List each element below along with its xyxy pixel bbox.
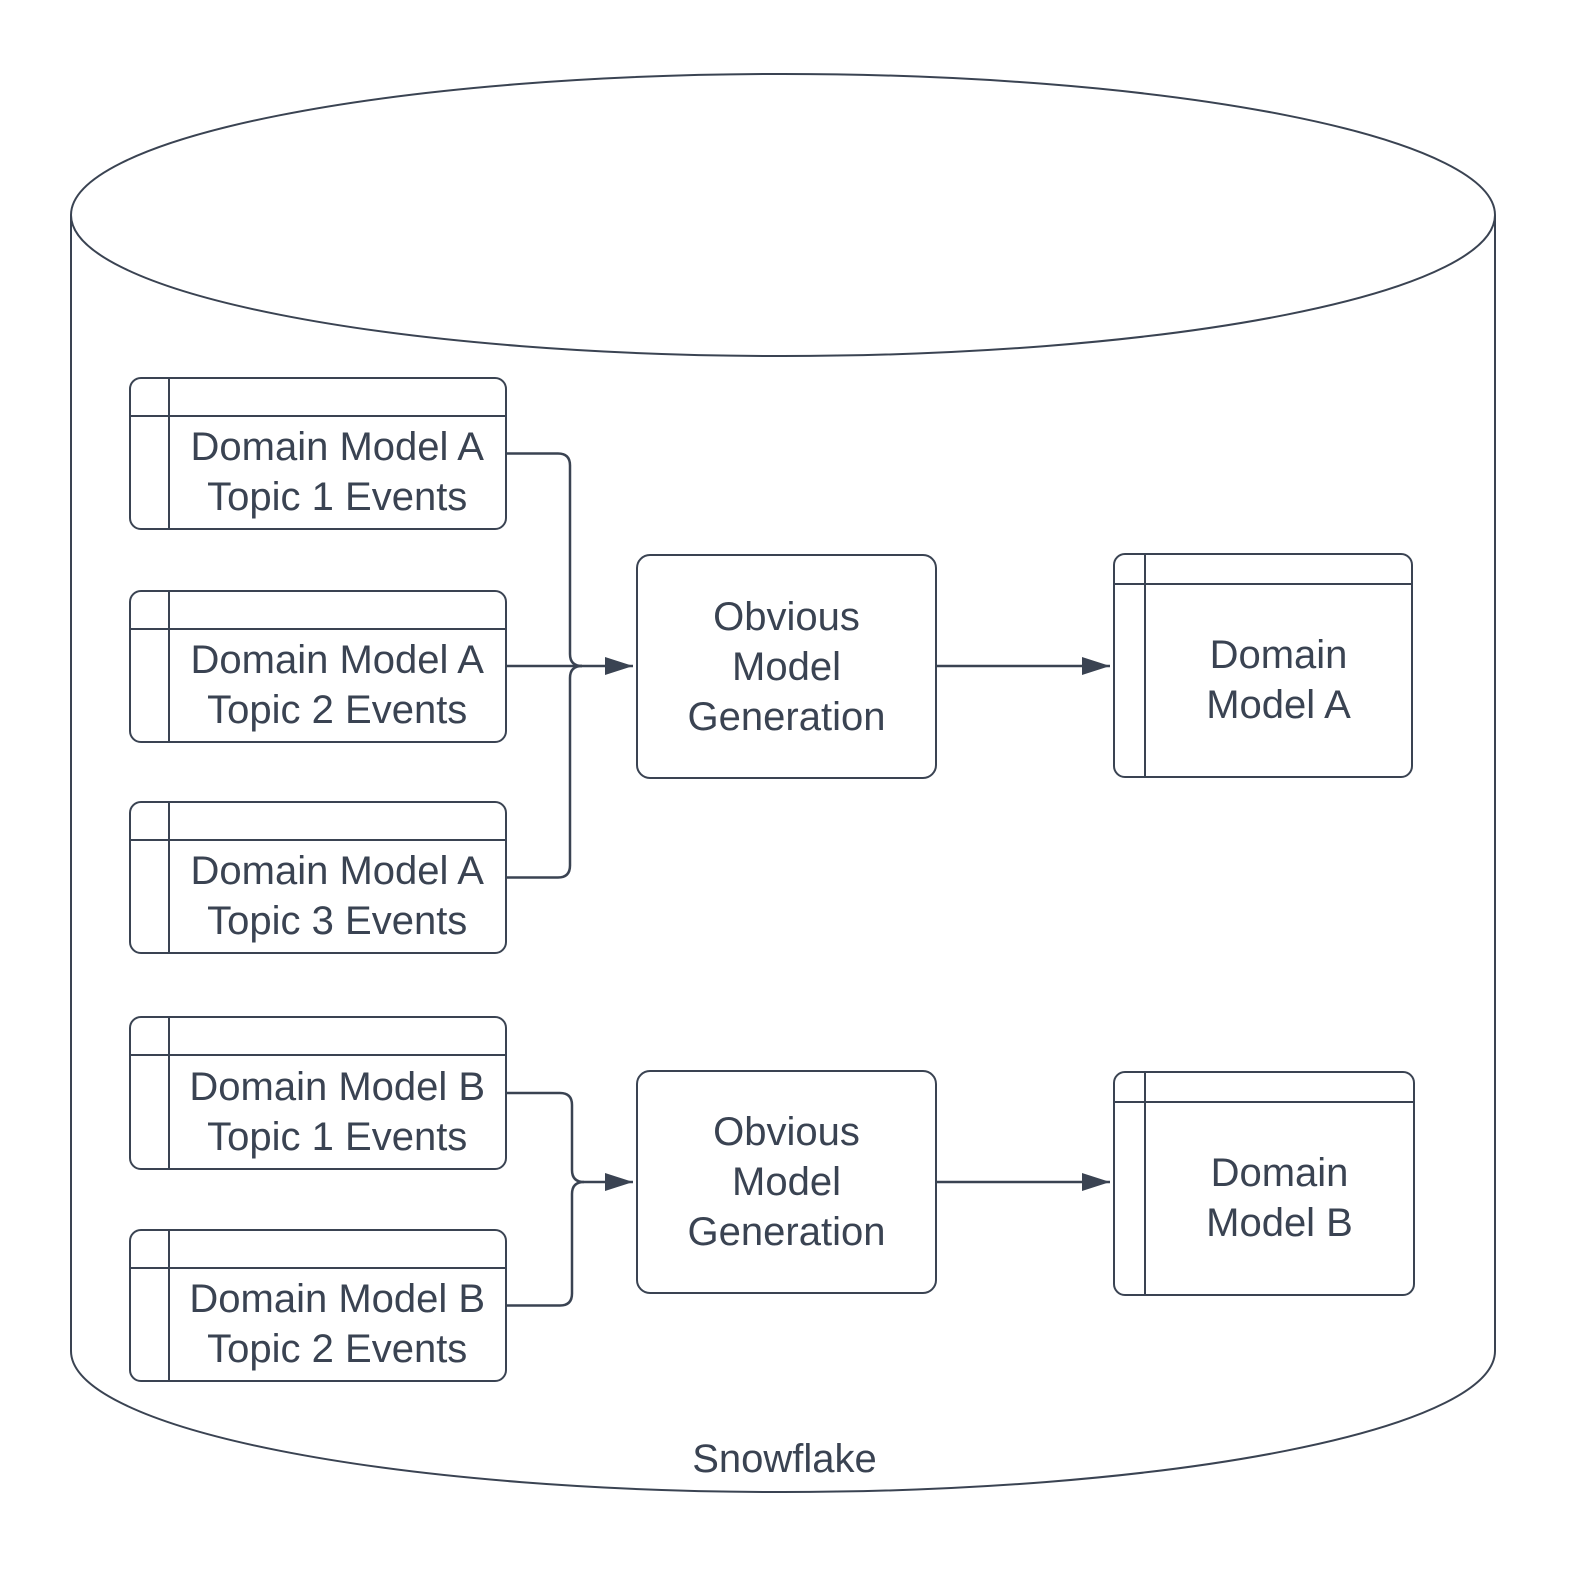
- table-node-label: Domain Model A Topic 3 Events: [190, 849, 484, 944]
- table-header-divider: [1115, 1100, 1413, 1103]
- table-header-divider: [131, 1053, 505, 1056]
- table-left-column-divider: [167, 1018, 170, 1168]
- table-node-label: Domain Model B Topic 1 Events: [189, 1064, 486, 1159]
- table-left-column-divider: [167, 803, 170, 952]
- table-node-a-topic2-events: Domain Model A Topic 2 Events: [129, 590, 507, 743]
- table-left-column-divider: [1143, 555, 1146, 776]
- table-left-column-divider: [1143, 1073, 1146, 1294]
- table-node-label: Domain Model A Topic 1 Events: [190, 425, 484, 520]
- cylinder-label: Snowflake: [692, 1437, 877, 1481]
- table-node-b-topic2-events: Domain Model B Topic 2 Events: [129, 1229, 507, 1382]
- process-node-b-obvious-model-generation: Obvious Model Generation: [636, 1070, 937, 1294]
- connector-a-topic3-to-generation: [507, 664, 583, 879]
- table-node-a-topic1-events: Domain Model A Topic 1 Events: [129, 377, 507, 530]
- table-node-label: Domain Model A: [1206, 633, 1351, 728]
- table-header-divider: [131, 1266, 505, 1269]
- table-left-column-divider: [167, 379, 170, 528]
- table-node-domain-model-a: Domain Model A: [1113, 553, 1413, 778]
- table-header-divider: [131, 627, 505, 630]
- table-node-label: Domain Model B Topic 2 Events: [189, 1277, 486, 1372]
- process-node-label: Obvious Model Generation: [687, 594, 886, 739]
- table-node-label: Domain Model B: [1206, 1151, 1353, 1246]
- process-node-label: Obvious Model Generation: [687, 1110, 886, 1254]
- table-node-label: Domain Model A Topic 2 Events: [190, 638, 484, 733]
- table-left-column-divider: [167, 1231, 170, 1380]
- table-header-divider: [131, 414, 505, 417]
- cylinder-top-ellipse: [70, 73, 1496, 357]
- table-left-column-divider: [167, 592, 170, 741]
- process-node-a-obvious-model-generation: Obvious Model Generation: [636, 554, 937, 779]
- table-node-a-topic3-events: Domain Model A Topic 3 Events: [129, 801, 507, 954]
- table-header-divider: [1115, 582, 1411, 585]
- table-header-divider: [131, 838, 505, 841]
- table-node-b-topic1-events: Domain Model B Topic 1 Events: [129, 1016, 507, 1170]
- connector-b-topic2-to-generation: [507, 1180, 585, 1307]
- table-node-domain-model-b: Domain Model B: [1113, 1071, 1415, 1296]
